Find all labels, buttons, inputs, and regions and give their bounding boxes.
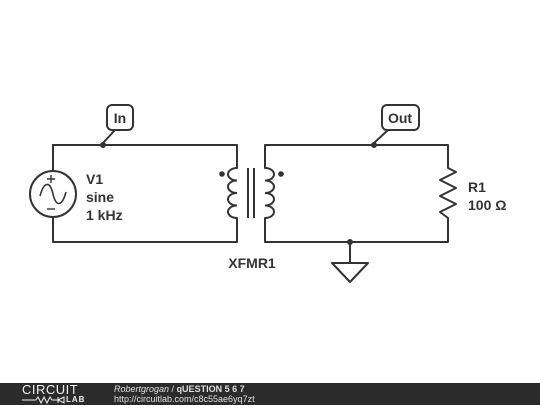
primary-coil xyxy=(227,167,238,219)
resistor-icon xyxy=(439,167,457,219)
circuitlab-logo[interactable]: CIRCUIT LAB xyxy=(22,383,102,405)
r1-name: R1 xyxy=(468,179,486,195)
out-label: Out xyxy=(388,110,412,126)
secondary-dot xyxy=(278,171,284,177)
wire-v1-bottom xyxy=(52,216,238,243)
logo-resistor-icon xyxy=(22,395,65,404)
transformer-icon xyxy=(227,167,275,219)
in-label: In xyxy=(114,110,126,126)
primary-dot xyxy=(219,171,225,177)
xfmr-label: XFMR1 xyxy=(228,255,276,271)
junction-in xyxy=(100,142,106,148)
wire-secondary-top xyxy=(264,144,449,169)
out-label-box xyxy=(381,104,420,131)
footer-bar: CIRCUIT LAB Robertgrogan / qUESTION 5 6 … xyxy=(0,383,540,405)
v1-type: sine xyxy=(86,189,114,205)
sine-source-icon xyxy=(29,170,77,218)
circuit-url[interactable]: http://circuitlab.com/c8c55ae6yq7zt xyxy=(114,394,255,404)
junction-ground xyxy=(347,239,353,245)
v1-name: V1 xyxy=(86,171,103,187)
in-label-box xyxy=(106,104,134,131)
r1-value: 100 Ω xyxy=(468,197,506,213)
ground-icon xyxy=(331,262,369,283)
wire-secondary-bottom xyxy=(264,217,449,243)
logo-text-lab: LAB xyxy=(66,395,86,404)
junction-out xyxy=(371,142,377,148)
out-flag-leader xyxy=(373,129,389,144)
wire-primary-top xyxy=(52,144,238,169)
core-lines xyxy=(247,168,255,218)
author-link[interactable]: Robertgrogan xyxy=(114,384,170,394)
separator: / xyxy=(169,384,177,394)
v1-frequency: 1 kHz xyxy=(86,207,123,223)
footer-info: Robertgrogan / qUESTION 5 6 7 http://cir… xyxy=(114,384,255,404)
circuit-title: qUESTION 5 6 7 xyxy=(176,384,245,394)
secondary-coil xyxy=(264,167,275,219)
logo-text-circuit: CIRCUIT xyxy=(22,382,79,397)
in-flag-leader xyxy=(102,129,116,144)
circuit-schematic: In Out V1 sine 1 kHz XFMR1 R1 100 Ω xyxy=(29,104,506,283)
